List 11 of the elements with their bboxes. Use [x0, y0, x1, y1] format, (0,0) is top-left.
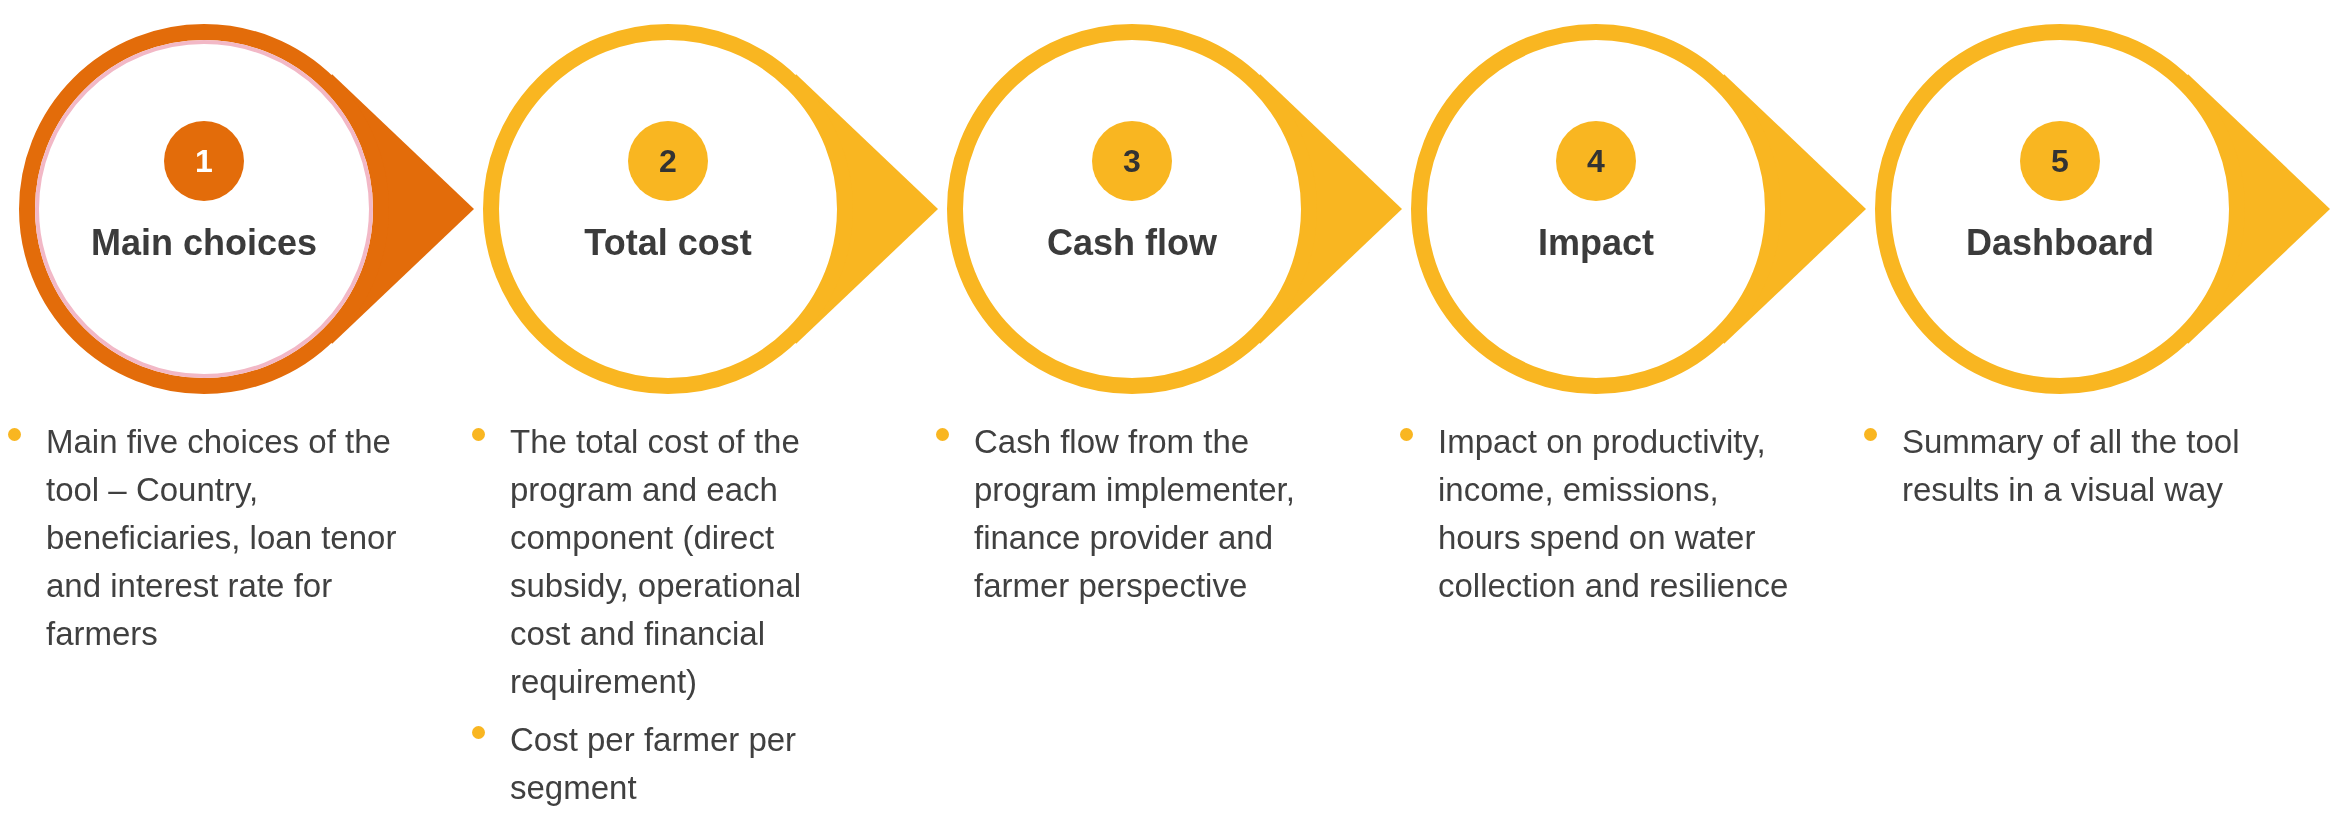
step-title: Total cost: [584, 222, 752, 264]
bullet-text: Main five choices of the tool – Country, beneficiaries, loan tenor and interest rate for farmers: [8, 418, 403, 658]
bullet-text: Cost per farmer per segment: [472, 716, 867, 812]
bullet-text: Cash flow from the program implementer, finance provider and farmer perspective: [936, 418, 1331, 610]
step-title: Impact: [1538, 222, 1654, 264]
bullet-text: Summary of all the tool results in a visual way: [1864, 418, 2259, 514]
bullet-text: The total cost of the program and each component (direct subsidy, operational cost and financial requirement): [472, 418, 867, 706]
step-title: Main choices: [90, 222, 318, 264]
step-title: Cash flow: [1047, 222, 1217, 264]
step-title: Dashboard: [1966, 222, 2154, 264]
bullet-text: Impact on productivity, income, emissions, hours spend on water collection and resilience: [1400, 418, 1795, 610]
